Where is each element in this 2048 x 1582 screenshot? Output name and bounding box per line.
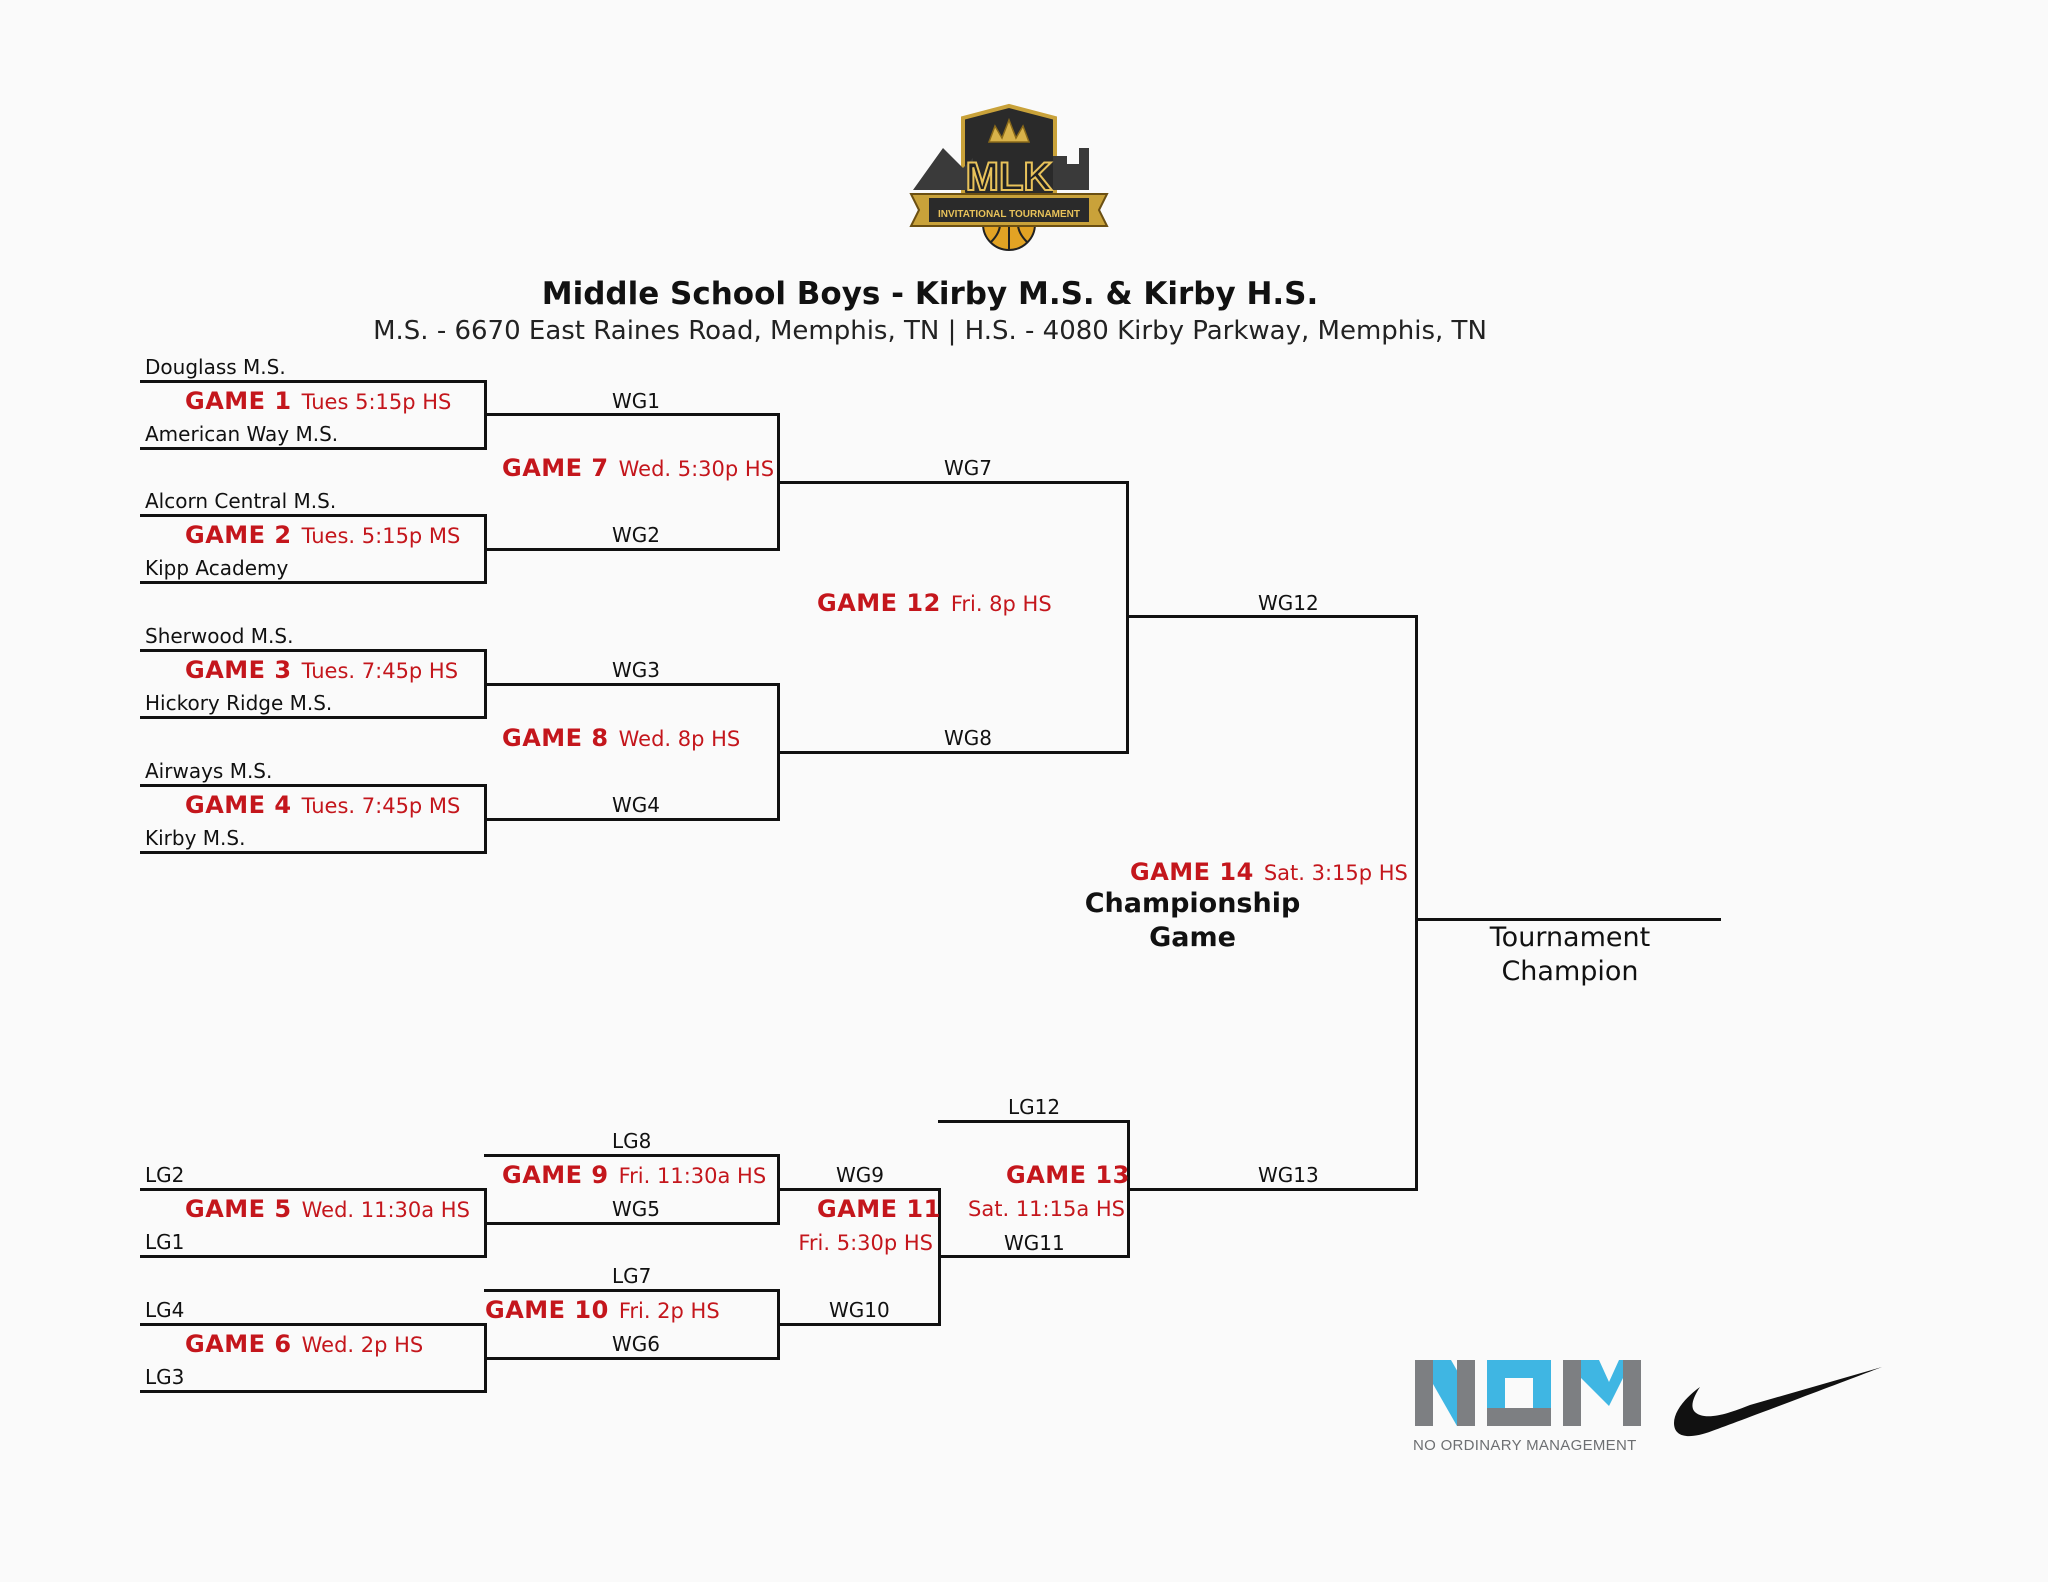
slot-label: WG4: [612, 793, 660, 817]
bracket-line: [777, 1323, 941, 1326]
bracket-line: [140, 380, 487, 383]
team-name: Alcorn Central M.S.: [145, 489, 337, 513]
bracket-line: [484, 413, 780, 416]
bracket-line: [140, 1188, 487, 1191]
slot-label: WG13: [1258, 1163, 1319, 1187]
bracket-line: [140, 1255, 487, 1258]
bracket-line: [1415, 615, 1418, 1190]
bracket-line: [140, 649, 487, 652]
bracket-line: [777, 481, 1129, 484]
nom-logo-mark: [1415, 1360, 1641, 1426]
bracket-line: [140, 581, 487, 584]
bracket-line: [938, 1120, 1130, 1123]
bracket-line: [1415, 918, 1721, 921]
slot-label: WG6: [612, 1332, 660, 1356]
slot-label: WG7: [944, 456, 992, 480]
bracket-line: [484, 548, 780, 551]
bracket-line: [484, 1154, 780, 1157]
bracket-line: [140, 784, 487, 787]
slot-label: LG2: [145, 1163, 185, 1187]
svg-text:MLK: MLK: [966, 155, 1053, 199]
nom-tagline: NO ORDINARY MANAGEMENT: [1413, 1437, 1637, 1454]
swoosh-icon: [1674, 1367, 1882, 1437]
bracket-line: [1127, 1188, 1418, 1191]
bracket-line: [484, 818, 780, 821]
slot-label: WG12: [1258, 591, 1319, 615]
slot-label: WG3: [612, 658, 660, 682]
bracket-line: [484, 1289, 780, 1292]
mlk-logo: INVITATIONAL TOURNAMENT MLK: [903, 98, 1115, 262]
slot-label: LG4: [145, 1298, 185, 1322]
team-name: Kipp Academy: [145, 556, 289, 580]
svg-text:INVITATIONAL TOURNAMENT: INVITATIONAL TOURNAMENT: [938, 209, 1080, 220]
bracket-line: [484, 1357, 780, 1360]
championship-label: Championship Game: [1084, 888, 1301, 953]
bracket-line: [140, 851, 487, 854]
bracket-line: [140, 447, 487, 450]
slot-label: WG1: [612, 389, 660, 413]
team-name: Kirby M.S.: [145, 826, 246, 850]
bracket-line: [938, 1255, 1130, 1258]
slot-label: WG11: [1004, 1231, 1065, 1255]
team-name: Sherwood M.S.: [145, 624, 294, 648]
team-name: Douglass M.S.: [145, 355, 286, 379]
nom-logo: NO ORDINARY MANAGEMENT: [1413, 1358, 1643, 1458]
swoosh-logo: [1670, 1365, 1885, 1445]
slot-label: WG10: [829, 1298, 890, 1322]
game-label: GAME 13: [1006, 1161, 1130, 1189]
bracket-line: [484, 683, 780, 686]
bracket-line: [140, 1323, 487, 1326]
bracket-line: [777, 1188, 941, 1191]
slot-label: LG7: [612, 1264, 652, 1288]
tournament-champion-label: Tournament Champion: [1489, 922, 1651, 987]
team-name: American Way M.S.: [145, 422, 339, 446]
bracket-line: [140, 716, 487, 719]
slot-label: LG1: [145, 1230, 185, 1254]
team-name: Hickory Ridge M.S.: [145, 691, 333, 715]
game-label: GAME 11: [817, 1195, 941, 1223]
bracket-line: [484, 1222, 780, 1225]
bracket-line: [140, 514, 487, 517]
game-schedule: Fri. 5:30p HS: [798, 1231, 933, 1255]
team-name: Airways M.S.: [145, 759, 273, 783]
game-schedule: Sat. 11:15a HS: [968, 1197, 1125, 1221]
bracket-line: [777, 751, 1129, 754]
slot-label: WG5: [612, 1197, 660, 1221]
bracket-line: [1126, 615, 1418, 618]
slot-label: LG12: [1008, 1095, 1061, 1119]
page-title: Middle School Boys - Kirby M.S. & Kirby …: [541, 276, 1319, 312]
bracket-line: [140, 1390, 487, 1393]
slot-label: WG9: [836, 1163, 884, 1187]
mlk-logo-graphic: INVITATIONAL TOURNAMENT MLK: [909, 103, 1109, 251]
slot-label: LG8: [612, 1129, 652, 1153]
slot-label: LG3: [145, 1365, 185, 1389]
venue-addresses: M.S. - 6670 East Raines Road, Memphis, T…: [373, 316, 1487, 346]
slot-label: WG2: [612, 523, 660, 547]
slot-label: WG8: [944, 726, 992, 750]
